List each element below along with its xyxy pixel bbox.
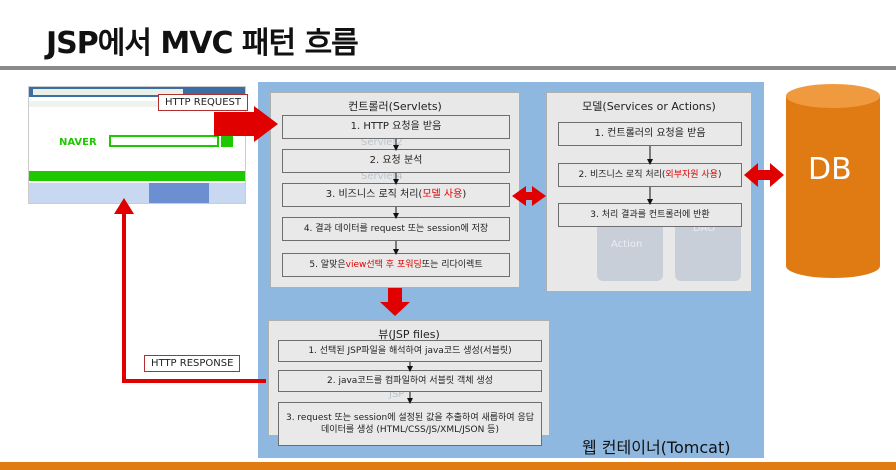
http-request-label: HTTP REQUEST xyxy=(158,94,249,111)
controller-ghost-2: Servlet4 xyxy=(361,171,403,182)
controller-step-5: 5. 알맞은 view선택 후 포워딩 또는 리다이렉트 xyxy=(282,253,510,277)
controller-step-5-highlight: view선택 후 포워딩 xyxy=(345,260,422,270)
controller-step-4: 4. 결과 데이터를 request 또는 session에 저장 xyxy=(282,217,510,241)
controller-step-1-text: 1. HTTP 요청을 받음 xyxy=(350,121,442,132)
browser-banner-ad xyxy=(149,183,209,203)
view-step-1: 1. 선택된 JSP파일을 해석하여 java코드 생성(서블릿) xyxy=(278,340,542,362)
model-step-2: 2. 비즈니스 로직 처리(외부자원 사용) xyxy=(558,163,742,187)
browser-banner xyxy=(29,183,245,203)
view-step-3: 3. request 또는 session에 설정된 값을 추출하여 새롭하여 … xyxy=(278,402,542,446)
controller-step-3-highlight: 모델 사용 xyxy=(422,189,463,200)
browser-nav-bar xyxy=(29,171,245,181)
controller-ghost-1: Servlet2 xyxy=(361,137,403,148)
browser-menu xyxy=(29,101,245,107)
controller-step-5-tail: 또는 리다이렉트 xyxy=(421,260,483,270)
page-title: JSP에서 MVC 패턴 흐름 xyxy=(46,26,359,61)
db-label: DB xyxy=(808,152,852,187)
view-step-2-text: 2. java코드를 컴파일하여 서블릿 객체 생성 xyxy=(327,376,493,386)
view-step-1-text: 1. 선택된 JSP파일을 해석하여 java코드 생성(서블릿) xyxy=(308,346,512,356)
container-label: 웹 컨테이너(Tomcat) xyxy=(582,438,731,457)
model-step-2-text: 2. 비즈니스 로직 처리( xyxy=(578,170,666,180)
controller-step-2: 2. 요청 분석 xyxy=(282,149,510,173)
view-title: 뷰(JSP files) xyxy=(378,328,440,341)
controller-title: 컨트롤러(Servlets) xyxy=(348,100,442,113)
model-step-2-highlight: 외부자원 사용 xyxy=(665,170,718,180)
controller-step-5-text: 5. 알맞은 xyxy=(309,260,346,270)
http-response-label: HTTP RESPONSE xyxy=(144,355,241,372)
controller-step-1: 1. HTTP 요청을 받음 xyxy=(282,115,510,139)
model-step-3-text: 3. 처리 결과를 컨트롤러에 반환 xyxy=(590,210,710,220)
model-ghost-action-box xyxy=(597,221,663,281)
view-step-3-text: 3. request 또는 session에 설정된 값을 추출하여 새롭하여 … xyxy=(285,413,535,435)
model-title: 모델(Services or Actions) xyxy=(582,100,716,113)
model-step-1: 1. 컨트롤러의 요청을 받음 xyxy=(558,122,742,146)
model-step-2-tail: ) xyxy=(717,170,722,180)
bottom-accent-bar xyxy=(0,462,896,470)
title-rule xyxy=(0,66,896,70)
controller-step-4-text: 4. 결과 데이터를 request 또는 session에 저장 xyxy=(303,224,489,234)
controller-step-3-tail: ) xyxy=(462,189,467,200)
model-ghost-dao: DAO xyxy=(693,223,716,234)
browser-url-bar xyxy=(33,89,183,95)
browser-search-box xyxy=(109,135,219,147)
controller-step-3-text: 3. 비즈니스 로직 처리( xyxy=(325,189,423,200)
controller-step-2-text: 2. 요청 분석 xyxy=(369,155,423,166)
model-ghost-action: Action xyxy=(611,239,643,250)
model-step-1-text: 1. 컨트롤러의 요청을 받음 xyxy=(594,128,706,139)
view-ghost: JSP xyxy=(389,389,405,400)
browser-logo: NAVER xyxy=(59,137,97,148)
model-ghost-dao-box xyxy=(675,221,741,281)
browser-search-icon xyxy=(221,135,233,147)
view-step-2: 2. java코드를 컴파일하여 서블릿 객체 생성 xyxy=(278,370,542,392)
model-step-3: 3. 처리 결과를 컨트롤러에 반환 xyxy=(558,203,742,227)
controller-step-3: 3. 비즈니스 로직 처리(모델 사용) xyxy=(282,183,510,207)
